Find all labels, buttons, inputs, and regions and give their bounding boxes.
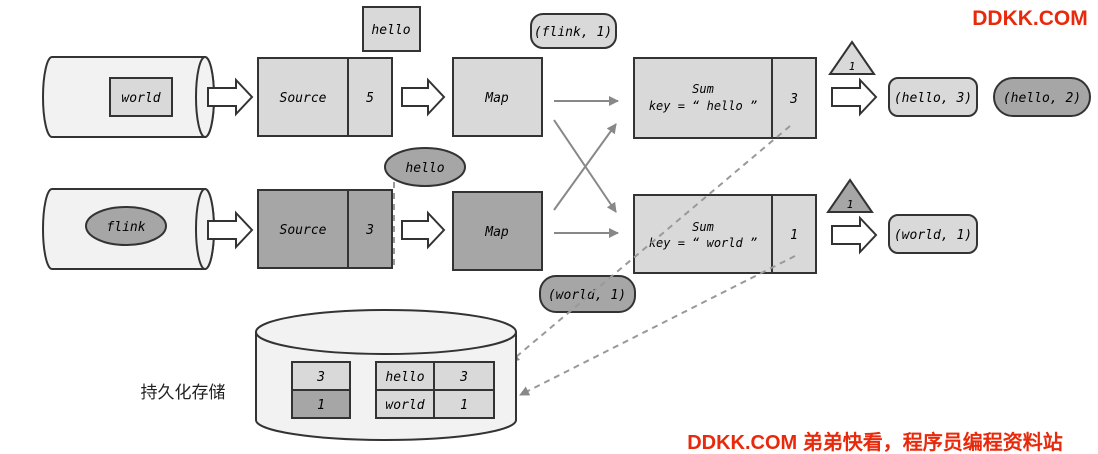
output-record-3: (world, 1) <box>888 214 978 254</box>
map-operator-1: Map <box>452 57 543 137</box>
block-arrow-icon <box>401 210 446 250</box>
state-cell <box>347 189 393 269</box>
watermark-top: DDKK.COM <box>972 7 1088 30</box>
state-cell <box>771 57 817 139</box>
svg-text:hello: hello <box>405 161 444 176</box>
in-flight-record-2: hello <box>384 147 466 187</box>
block-arrow-icon <box>831 215 878 255</box>
in-flight-record-1: hello <box>362 6 421 52</box>
svg-text:Sum: Sum <box>692 82 714 96</box>
svg-text:(flink, 1): (flink, 1) <box>534 25 612 40</box>
output-record-1: (hello, 3) <box>888 77 978 117</box>
state-cell <box>771 194 817 274</box>
sum-state-table: hello 3 world 1 <box>375 361 495 419</box>
state-value: 5 <box>366 91 374 106</box>
svg-text:hello: hello <box>371 23 410 38</box>
svg-text:1: 1 <box>460 398 468 413</box>
block-arrow-icon <box>401 77 446 117</box>
snapshot-lines <box>393 125 796 396</box>
state-value: 3 <box>789 92 798 107</box>
svg-text:1: 1 <box>317 398 325 413</box>
source-operator-2: Source 3 <box>257 189 393 269</box>
record-label: flink <box>106 220 145 235</box>
persistent-storage: 3 1 hello 3 world 1 <box>255 309 517 441</box>
svg-text:Map: Map <box>484 91 509 106</box>
svg-text:(world, 1): (world, 1) <box>548 288 626 303</box>
output-record-2: (hello, 2) <box>993 77 1091 117</box>
barrier-1: 1 <box>828 40 876 75</box>
barrier-2: 1 <box>826 178 874 213</box>
shuffle-arrows <box>553 96 619 238</box>
operator-label: Source <box>280 223 327 238</box>
sum-operator-2: Sum key = “ world ” 1 <box>633 194 817 274</box>
state-value: 3 <box>365 223 374 238</box>
block-arrow-icon <box>207 210 254 250</box>
input-stream-2: flink <box>42 188 215 270</box>
state-cell <box>347 57 393 137</box>
svg-text:(hello, 2): (hello, 2) <box>1003 91 1081 106</box>
svg-text:1: 1 <box>847 198 854 211</box>
storage-label: 持久化存储 <box>141 383 226 403</box>
flow-arrows <box>207 77 878 255</box>
block-arrow-icon <box>831 77 878 117</box>
svg-text:world: world <box>385 398 424 413</box>
svg-text:(hello, 3): (hello, 3) <box>894 91 972 106</box>
record-box <box>109 77 173 117</box>
watermark-bottom: DDKK.COM 弟弟快看，程序员编程资料站 <box>687 430 1063 454</box>
svg-text:3: 3 <box>459 370 468 385</box>
svg-text:Sum: Sum <box>692 220 714 234</box>
triangle-icon <box>826 178 874 213</box>
svg-text:key = “ world ”: key = “ world ” <box>649 236 757 250</box>
source-state-table: 3 1 <box>291 361 351 419</box>
operator-label: Source <box>280 91 327 106</box>
svg-text:Map: Map <box>484 225 509 240</box>
exchange-record-bottom: (world, 1) <box>539 275 636 313</box>
svg-text:key = “ hello ”: key = “ hello ” <box>649 99 757 113</box>
sum-operator-1: Sum key = “ hello ” 3 <box>633 57 817 139</box>
block-arrow-icon <box>207 77 254 117</box>
map-operator-2: Map <box>452 191 543 271</box>
svg-text:3: 3 <box>316 370 325 385</box>
exchange-record-top: (flink, 1) <box>530 13 617 49</box>
svg-text:hello: hello <box>385 370 424 385</box>
triangle-icon <box>828 40 876 75</box>
svg-text:1: 1 <box>849 60 856 73</box>
state-value: 1 <box>790 228 798 243</box>
input-stream-1: world <box>42 56 215 138</box>
record-oval <box>85 206 167 246</box>
source-operator-1: Source 5 <box>257 57 393 137</box>
record-label: world <box>121 91 160 106</box>
svg-text:(world, 1): (world, 1) <box>894 228 972 243</box>
